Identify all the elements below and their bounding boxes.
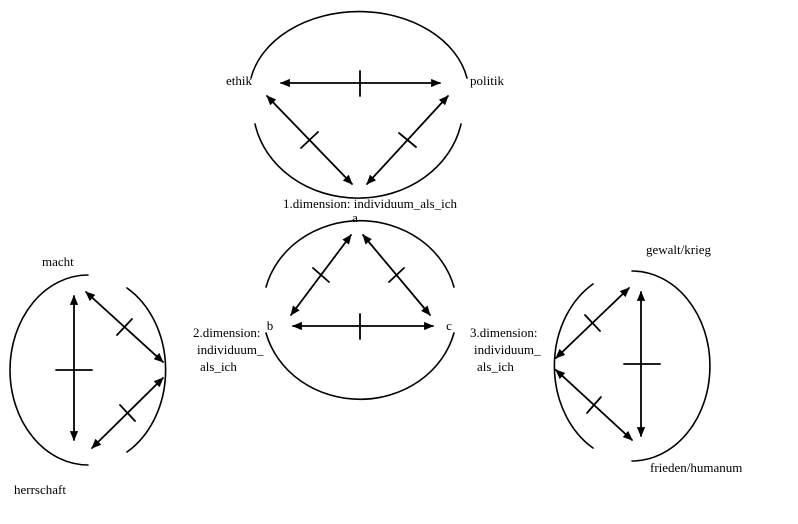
left-edge-top-tick [116,318,133,336]
dim2-caption-line1: 2.dimension: [193,325,261,340]
label-a: a [352,210,358,225]
macht-herrschaft-circle-group: macht herrschaft [9,254,167,497]
dim1-edge-left-tick [300,131,319,149]
right-circle-arc-left [553,283,594,449]
right-circle-arc-right [631,270,711,462]
dimension3-caption: 3.dimension: individuum_ als_ich [470,325,541,374]
left-circle-arc-left [9,274,89,466]
dim1-caption: 1.dimension: individuum_als_ich [283,196,458,211]
right-edge-bottom-tick [586,396,602,414]
gewalt-frieden-circle-group: gewalt/krieg frieden/humanum [553,242,742,475]
label-gewalt-krieg: gewalt/krieg [646,242,711,257]
right-edge-top-tick [584,314,601,332]
center-edge-right-tick [388,267,405,283]
label-b: b [267,318,274,333]
dim1-edge-right-tick [398,132,417,148]
label-ethik: ethik [226,73,252,88]
center-edge-left-tick [312,267,330,283]
dim2-caption-line2: individuum_ [197,342,264,357]
dimension2-caption: 2.dimension: individuum_ als_ich [193,325,264,374]
dim2-caption-line3: als_ich [200,359,237,374]
center-circle-arc-top [265,219,455,288]
center-circle-arc-bottom [265,332,455,401]
label-herrschaft: herrschaft [14,482,66,497]
label-frieden-humanum: frieden/humanum [650,460,742,475]
dim1-circle-arc-bottom [254,123,462,199]
left-edge-bottom-tick [119,404,136,422]
dim3-caption-line1: 3.dimension: [470,325,538,340]
center-circle-group: a b c [265,210,455,401]
label-macht: macht [42,254,74,269]
dim1-circle-arc-top [250,10,468,79]
left-circle-arc-right [126,287,167,453]
label-c: c [446,318,452,333]
label-politik: politik [470,73,504,88]
dim3-caption-line3: als_ich [477,359,514,374]
dimension1-circle-group: ethik politik 1.dimension: individuum_al… [226,10,504,211]
dim3-caption-line2: individuum_ [474,342,541,357]
